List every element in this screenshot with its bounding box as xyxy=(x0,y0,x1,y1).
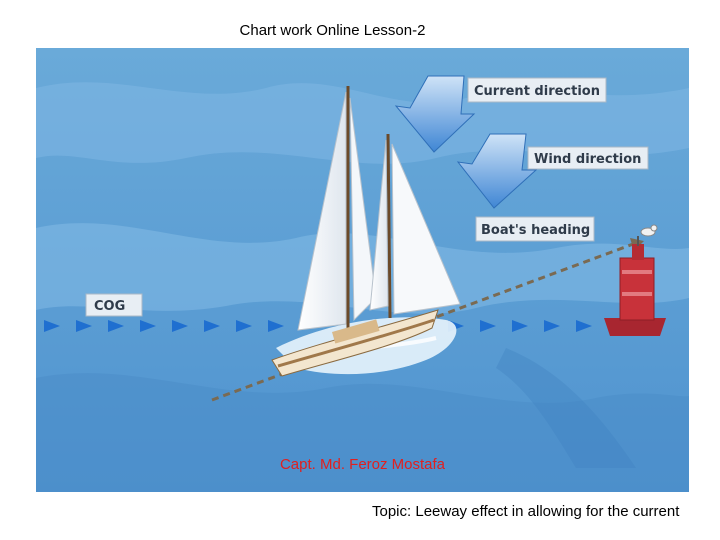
author-name: Capt. Md. Feroz Mostafa xyxy=(279,456,446,473)
wind-direction-label: Wind direction xyxy=(527,146,649,170)
wind-arrow-icon xyxy=(456,133,538,209)
buoy-icon xyxy=(604,236,666,336)
leeway-illustration: Current direction Wind direction Boat's … xyxy=(36,48,689,492)
topic-caption: Topic: Leeway effect in allowing for the… xyxy=(372,503,680,520)
svg-text:COG: COG xyxy=(94,299,125,314)
current-arrow-icon xyxy=(394,75,476,153)
svg-text:Current direction: Current direction xyxy=(474,84,600,99)
svg-text:Boat's heading: Boat's heading xyxy=(481,223,590,238)
current-direction-label: Current direction xyxy=(467,77,607,103)
svg-text:Wind direction: Wind direction xyxy=(534,152,641,167)
sailboat-icon xyxy=(271,86,461,377)
boats-heading-label: Boat's heading xyxy=(475,216,595,242)
cog-label: COG xyxy=(85,293,143,317)
gull-icon xyxy=(640,224,658,237)
slide-title: Chart work Online Lesson-2 xyxy=(239,22,426,39)
